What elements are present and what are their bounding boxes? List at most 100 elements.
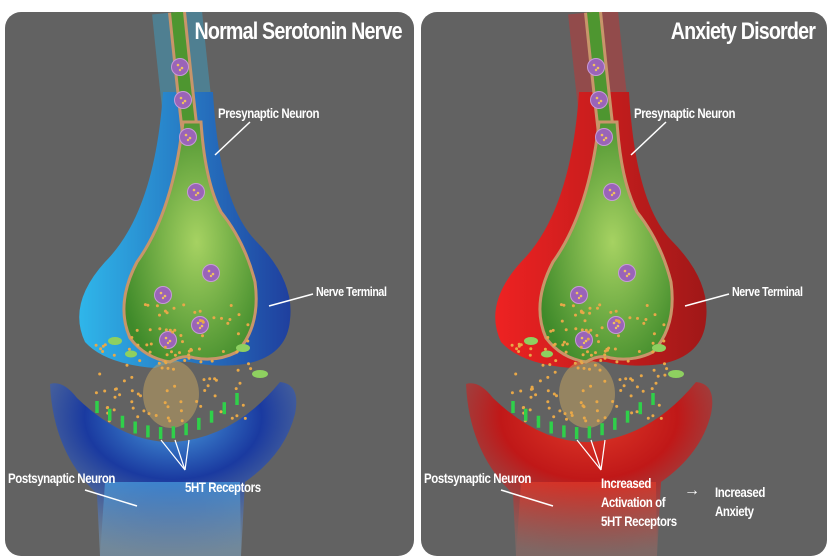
- serotonin-dot: [103, 343, 107, 347]
- serotonin-dot: [136, 415, 140, 419]
- serotonin-dot: [173, 353, 177, 357]
- serotonin-dot: [652, 368, 656, 372]
- presynaptic-neuron-label: Presynaptic Neuron: [634, 105, 736, 121]
- serotonin-dot: [639, 374, 643, 378]
- serotonin-dot: [571, 304, 575, 308]
- serotonin-dot: [619, 389, 623, 392]
- serotonin-dot: [653, 313, 657, 317]
- postsynaptic-neuron-label: Postsynaptic Neuron: [8, 470, 116, 486]
- serotonin-dot: [203, 389, 207, 392]
- serotonin-dot: [543, 347, 547, 351]
- postsynaptic-leader-line: [500, 489, 554, 507]
- vesicle: [575, 331, 593, 349]
- serotonin-dot: [105, 406, 109, 410]
- serotonin-dot: [645, 304, 649, 307]
- serotonin-dot: [173, 328, 177, 332]
- serotonin-dot: [235, 414, 239, 418]
- serotonin-dot: [538, 379, 542, 383]
- serotonin-dot: [99, 347, 103, 351]
- serotonin-dot: [158, 313, 161, 317]
- serotonin-dot: [579, 401, 583, 405]
- serotonin-dot: [586, 350, 589, 354]
- serotonin-dot: [662, 323, 666, 327]
- serotonin-dot: [654, 381, 658, 385]
- serotonin-dot: [589, 384, 593, 388]
- serotonin-dot: [173, 384, 177, 388]
- receptor-leader-line: [600, 439, 606, 471]
- serotonin-dot: [515, 347, 519, 351]
- serotonin-dot: [588, 311, 592, 315]
- serotonin-dot: [510, 343, 514, 347]
- serotonin-dot: [565, 417, 568, 421]
- serotonin-dot: [548, 363, 552, 367]
- release-site: [252, 370, 268, 378]
- serotonin-dot: [199, 360, 203, 364]
- serotonin-dot: [201, 320, 205, 324]
- serotonin-dot: [564, 328, 568, 332]
- postsynaptic-neuron-label: Postsynaptic Neuron: [424, 470, 532, 486]
- release-site: [541, 350, 553, 358]
- serotonin-dot: [103, 389, 107, 393]
- vesicle: [174, 91, 192, 109]
- arrow-right-icon: →: [684, 482, 700, 499]
- serotonin-dot: [165, 389, 169, 393]
- serotonin-dot: [154, 414, 158, 417]
- serotonin-dot: [166, 405, 170, 409]
- receptor-leader-line: [174, 439, 186, 471]
- serotonin-dot: [603, 416, 607, 420]
- serotonin-dot: [549, 329, 553, 333]
- serotonin-dot: [615, 404, 619, 408]
- serotonin-dot: [551, 328, 555, 332]
- serotonin-dot: [611, 400, 615, 403]
- receptor-leader-line: [160, 439, 186, 471]
- serotonin-dot: [178, 351, 181, 355]
- vesicle: [603, 183, 621, 201]
- serotonin-dot: [596, 419, 600, 423]
- serotonin-dot: [139, 394, 142, 398]
- release-site: [108, 337, 122, 345]
- serotonin-dot: [629, 377, 633, 381]
- serotonin-dot: [637, 350, 641, 353]
- serotonin-dot: [657, 403, 661, 407]
- serotonin-dot: [122, 379, 126, 383]
- serotonin-dot: [635, 385, 639, 389]
- serotonin-dot: [579, 345, 583, 349]
- serotonin-dot: [574, 327, 578, 331]
- serotonin-dot: [187, 356, 191, 360]
- serotonin-dot: [135, 328, 139, 332]
- serotonin-dot: [517, 350, 521, 353]
- serotonin-dot: [588, 367, 591, 371]
- serotonin-dot: [179, 334, 183, 337]
- serotonin-dot: [663, 373, 667, 377]
- serotonin-dot: [599, 359, 603, 362]
- serotonin-dot: [529, 395, 533, 399]
- serotonin-dot: [517, 342, 521, 346]
- normal-synapse-illustration: [50, 12, 314, 556]
- serotonin-dot: [197, 347, 201, 351]
- serotonin-dot: [166, 416, 170, 420]
- postsynaptic-neck: [516, 482, 657, 556]
- terminal-leader-line: [268, 293, 314, 307]
- serotonin-dot: [146, 303, 150, 307]
- serotonin-dot: [561, 343, 565, 347]
- serotonin-dot: [243, 416, 247, 420]
- serotonin-dot: [163, 309, 167, 313]
- serotonin-dot: [570, 414, 574, 417]
- serotonin-dot: [226, 321, 230, 325]
- serotonin-dot: [636, 316, 639, 320]
- serotonin-dot: [236, 368, 240, 372]
- nerve-terminal-label: Nerve Terminal: [732, 284, 803, 299]
- serotonin-dot: [626, 359, 630, 363]
- serotonin-dot: [579, 360, 583, 363]
- serotonin-dot: [546, 336, 550, 339]
- serotonin-dot: [593, 363, 597, 367]
- serotonin-dot: [247, 362, 250, 366]
- serotonin-dot: [221, 350, 225, 353]
- serotonin-dot: [560, 319, 564, 323]
- serotonin-dot: [149, 342, 153, 346]
- vesicle: [191, 316, 209, 334]
- serotonin-dot: [581, 404, 585, 408]
- serotonin-dot: [613, 347, 617, 351]
- serotonin-dot: [651, 350, 655, 354]
- serotonin-dot: [199, 404, 203, 408]
